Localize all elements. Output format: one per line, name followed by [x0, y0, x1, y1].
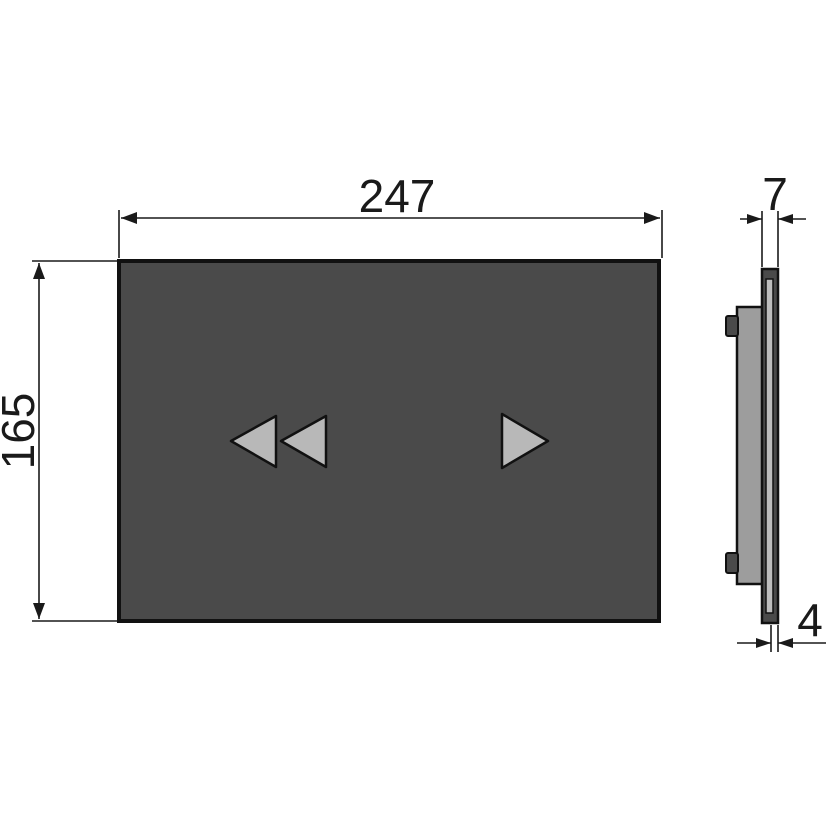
triangle-left-outer: [229, 414, 278, 469]
height-dimension: 165: [0, 260, 117, 622]
height-arrow-bottom: [33, 603, 45, 619]
width-arrow-left: [121, 212, 137, 224]
depth-arrow-left: [747, 214, 762, 224]
width-arrow-right: [644, 212, 660, 224]
mount-pin-top: [725, 315, 739, 337]
width-dimension-label: 247: [359, 170, 436, 222]
thickness-dimension-label: 4: [797, 594, 823, 646]
height-arrow-top: [33, 263, 45, 279]
triangle-left-inner: [279, 414, 328, 469]
thickness-dimension: 4: [737, 594, 826, 652]
width-dimension: 247: [118, 170, 663, 258]
side-view: [725, 267, 780, 625]
depth-arrow-right: [778, 214, 793, 224]
thickness-arrow-right: [778, 638, 793, 648]
front-view: [117, 259, 661, 623]
double-triangle-left-icon: [229, 414, 328, 469]
depth-dimension-label: 7: [762, 168, 788, 220]
triangle-right-icon: [500, 412, 550, 470]
flush-plate-front: [117, 259, 661, 623]
side-frame: [735, 305, 766, 586]
height-dimension-label: 165: [0, 393, 44, 470]
mount-pin-bottom: [725, 552, 739, 574]
depth-dimension: 7: [740, 168, 806, 267]
side-plate-inner-strip: [765, 278, 774, 614]
thickness-arrow-left: [756, 638, 771, 648]
